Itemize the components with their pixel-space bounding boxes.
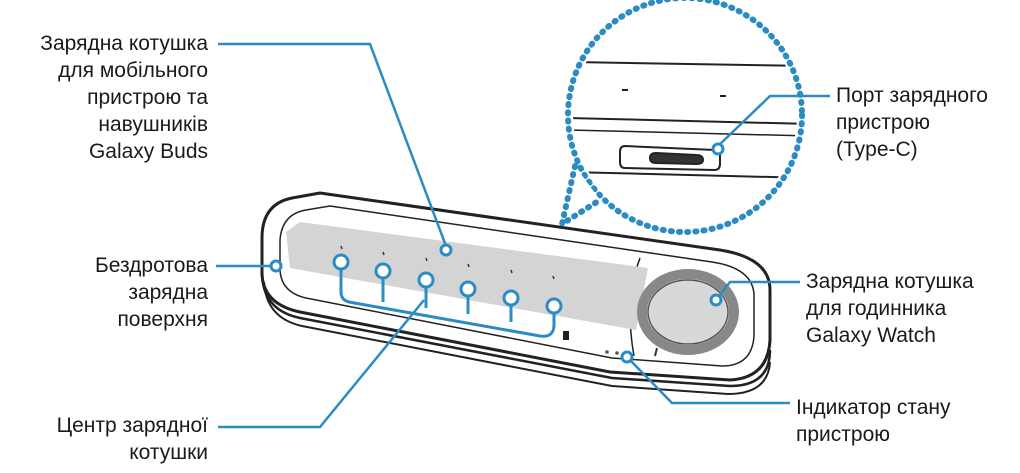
label-charger-port: Порт зарядного пристрою (Type-C) bbox=[836, 84, 988, 161]
label-wireless-surface: Бездротова зарядна поверхня bbox=[95, 254, 208, 331]
label-watch-coil: Зарядна котушка для годинника Galaxy Wat… bbox=[806, 270, 974, 347]
label-status-indicator: Індикатор стану пристрою bbox=[796, 396, 951, 446]
label-buds-coil: Зарядна котушка для мобільного пристрою … bbox=[40, 32, 208, 163]
leader-watch-coil bbox=[715, 280, 800, 301]
watch-mark bbox=[654, 347, 658, 357]
logo-mark bbox=[563, 331, 569, 340]
pad-marks bbox=[340, 245, 555, 280]
device-rim-2 bbox=[263, 281, 771, 395]
leader-coil-center bbox=[218, 299, 425, 429]
leader-charger-port bbox=[715, 94, 830, 149]
leader-lines bbox=[216, 42, 830, 429]
coil-centers bbox=[332, 253, 563, 338]
port-magnifier bbox=[557, 0, 805, 235]
leader-status-indicator bbox=[627, 357, 790, 405]
watch-coil-inner bbox=[647, 279, 729, 345]
leader-buds-coil bbox=[218, 42, 448, 247]
device-inner-edge bbox=[279, 205, 755, 367]
label-coil-center: Центр зарядної котушки bbox=[56, 414, 208, 464]
